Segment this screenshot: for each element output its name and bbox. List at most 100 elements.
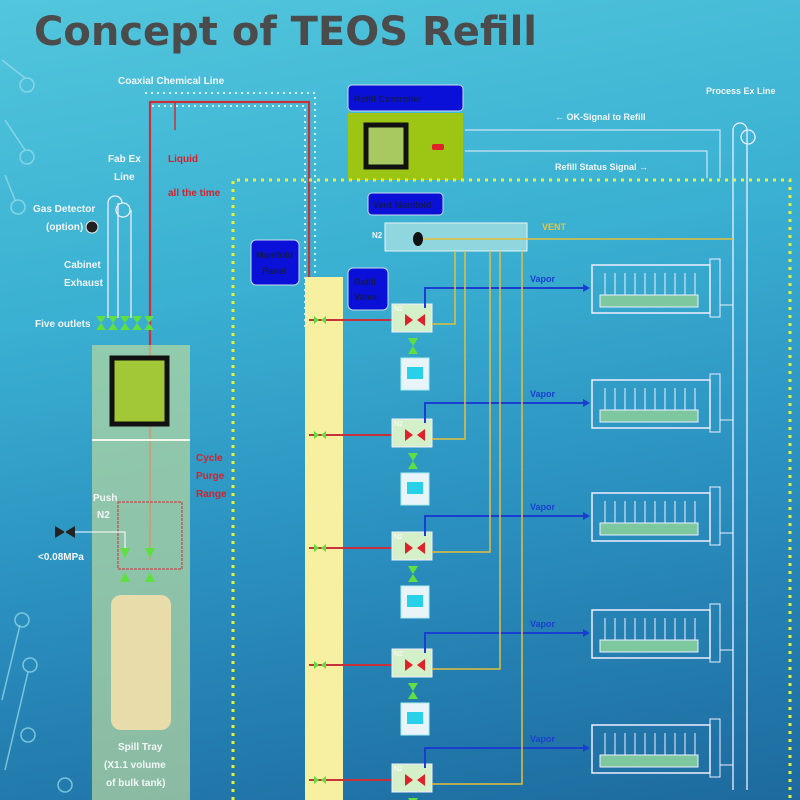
ok-signal-label: ← OK-Signal to Refill — [555, 112, 646, 122]
refill-valve-n2-label: N2 — [394, 421, 403, 428]
wafer-boat — [599, 294, 699, 308]
vapor-line — [424, 402, 588, 423]
spill-tray-label-1: Spill Tray — [118, 742, 163, 753]
cabinet-exhaust-label-2: Exhaust — [64, 278, 104, 289]
cycle-purge-range-box — [117, 501, 183, 570]
vapor-arrow-icon — [583, 744, 590, 752]
panel-valve-icon — [314, 544, 326, 552]
ampoule-liquid — [407, 712, 423, 724]
signal-lines — [465, 129, 721, 178]
refill-valve-block — [391, 763, 433, 793]
vapor-line — [424, 632, 588, 653]
ampoule-liquid — [407, 367, 423, 379]
refill-valve-label-2: Valve — [354, 292, 377, 302]
status-signal-label: Refill Status Signal → — [555, 162, 648, 172]
vapor-label: Vapor — [530, 619, 556, 629]
push-n2-label-2: N2 — [97, 510, 110, 521]
vent-branch-line — [432, 251, 491, 553]
chamber-door — [709, 258, 721, 318]
panel-valve-icon — [314, 431, 326, 439]
refill-valve-block — [391, 648, 433, 678]
vent-branch-line — [432, 251, 456, 325]
five-outlets — [96, 316, 154, 330]
vapor-arrow-icon — [583, 629, 590, 637]
ampoule-valve-icon — [408, 683, 418, 699]
vapor-arrow-icon — [583, 512, 590, 520]
ampoule-liquid — [407, 482, 423, 494]
panel-valve-icon — [314, 316, 326, 324]
vent-branch-line — [432, 251, 466, 440]
refill-valve-label-1: Refill — [354, 277, 376, 287]
vent-branch-line — [432, 251, 523, 785]
push-n2-line — [60, 531, 126, 548]
five-outlets-label: Five outlets — [35, 319, 91, 330]
vent-label: VENT — [542, 222, 567, 232]
pressure-label: <0.08MPa — [38, 552, 84, 563]
refill-valve-block — [391, 303, 433, 333]
vent-manifold-header — [367, 192, 444, 216]
gas-detector-label-1: Gas Detector — [33, 204, 95, 215]
refill-valve-n2-label: N2 — [394, 651, 403, 658]
tool-enclosure-boundary — [231, 178, 792, 800]
vent-valve-icon — [413, 232, 423, 246]
panel-valve-icon — [314, 661, 326, 669]
decorative-circuit-lines — [1, 59, 73, 793]
fab-ex-label-1: Fab Ex — [108, 154, 141, 165]
refill-valve-n2-label: N2 — [394, 534, 403, 541]
vent-n2-label: N2 — [372, 231, 383, 240]
fab-ex-line — [107, 195, 132, 318]
cabinet-exhaust-label-1: Cabinet — [64, 260, 101, 271]
page-title: Concept of TEOS Refill — [34, 9, 537, 55]
refill-valve-header — [347, 267, 389, 311]
vapor-arrow-icon — [583, 399, 590, 407]
refill-valve-icon — [405, 314, 425, 326]
fab-ex-label-2: Line — [114, 172, 135, 183]
regulator-valve-icon — [55, 526, 75, 538]
refill-valve-n2-label: N2 — [394, 306, 403, 313]
push-n2-label-1: Push — [93, 493, 117, 504]
chamber-door — [709, 373, 721, 433]
wafer-boat — [599, 754, 699, 768]
ampoule-valve-icon — [408, 453, 418, 469]
cycle-purge-label-1: Cycle — [196, 453, 223, 464]
gas-detector-icon — [85, 220, 99, 234]
refill-valve-icon — [405, 429, 425, 441]
process-ex-line — [732, 122, 756, 790]
wafer-boat — [599, 639, 699, 653]
refill-valve-icon — [405, 774, 425, 786]
all-the-time-label: all the time — [168, 188, 221, 199]
spill-tray-label-2: (X1.1 volume — [104, 760, 166, 771]
spill-tray-label-3: of bulk tank) — [106, 778, 165, 789]
outlet-valve-icon — [108, 316, 118, 330]
process-ex-line-label: Process Ex Line — [706, 86, 776, 96]
refill-valve-icon — [405, 542, 425, 554]
refill-controller-label: Refill Controller — [354, 94, 422, 104]
controller-screen — [363, 122, 409, 170]
gas-detector-label-2: (option) — [46, 222, 83, 233]
manifold-panel-label-2: Panel — [262, 266, 286, 276]
manifold-panel — [305, 277, 343, 800]
vapor-label: Vapor — [530, 502, 556, 512]
outlet-valve-icon — [96, 316, 106, 330]
panel-valve-icon — [314, 776, 326, 784]
controller-indicator-led — [432, 144, 444, 150]
refill-valve-icon — [405, 659, 425, 671]
vent-manifold — [384, 222, 528, 252]
vapor-line — [424, 515, 588, 536]
vapor-arrow-icon — [583, 284, 590, 292]
vent-manifold-label: Vent Manifold — [373, 200, 432, 210]
cycle-purge-label-3: Range — [196, 489, 227, 500]
refill-controller-header — [347, 84, 464, 112]
vent-branch-line — [432, 251, 501, 670]
cycle-purge-label-2: Purge — [196, 471, 225, 482]
ampoule-liquid — [407, 595, 423, 607]
coaxial-line — [145, 92, 316, 330]
manifold-panel-header — [250, 239, 300, 286]
vapor-line — [424, 287, 588, 308]
